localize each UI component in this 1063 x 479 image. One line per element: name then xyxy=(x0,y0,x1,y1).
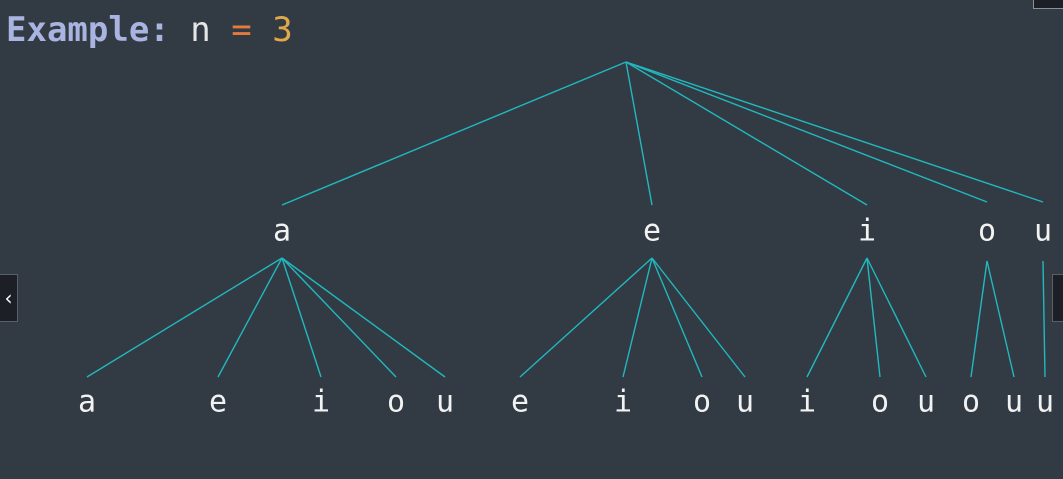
root-edge-i xyxy=(625,61,868,206)
level2-node-o: o xyxy=(871,385,889,420)
level2-node-i: i xyxy=(312,385,330,420)
chevron-left-icon: ‹ xyxy=(4,286,13,310)
level2-node-e: e xyxy=(511,385,529,420)
edge-e-u xyxy=(651,257,746,378)
level1-node-e: e xyxy=(643,214,661,249)
edge-a-e xyxy=(217,257,283,378)
edge-u-u xyxy=(1042,260,1046,378)
variable-n: n xyxy=(190,10,211,50)
edge-i-u xyxy=(866,257,927,378)
root-edge-o xyxy=(625,61,988,203)
level2-node-i: i xyxy=(614,385,632,420)
edge-i-i xyxy=(806,257,868,378)
level1-node-a: a xyxy=(273,214,291,249)
next-slide-button[interactable] xyxy=(1052,274,1063,322)
level1-node-o: o xyxy=(978,214,996,249)
level2-node-u: u xyxy=(736,385,754,420)
level2-node-o: o xyxy=(962,385,980,420)
root-edge-u xyxy=(625,61,1044,203)
edge-o-o xyxy=(970,260,988,378)
level2-node-u: u xyxy=(436,385,454,420)
edge-a-u xyxy=(281,257,446,378)
root-edge-e xyxy=(625,61,653,206)
previous-slide-button[interactable]: ‹ xyxy=(0,274,18,322)
example-heading: Example: n = 3 xyxy=(6,8,293,52)
level1-node-u: u xyxy=(1034,214,1052,249)
edge-o-u xyxy=(986,260,1015,378)
example-keyword: Example: xyxy=(6,10,170,50)
edge-a-a xyxy=(86,257,283,378)
level2-node-o: o xyxy=(387,385,405,420)
edge-e-e xyxy=(519,257,653,378)
edge-e-i xyxy=(622,257,653,378)
equals-operator: = xyxy=(231,10,252,50)
level2-node-u: u xyxy=(1036,385,1054,420)
level2-node-o: o xyxy=(693,385,711,420)
corner-panel xyxy=(1033,0,1063,9)
level2-node-u: u xyxy=(917,385,935,420)
edge-a-o xyxy=(281,257,397,378)
level2-node-i: i xyxy=(798,385,816,420)
level2-node-u: u xyxy=(1005,385,1023,420)
level1-node-i: i xyxy=(858,214,876,249)
root-edge-a xyxy=(281,61,627,206)
value-n: 3 xyxy=(272,10,293,50)
level2-node-e: e xyxy=(209,385,227,420)
level2-node-a: a xyxy=(78,385,96,420)
edge-a-i xyxy=(281,257,322,378)
edge-e-o xyxy=(651,257,703,378)
edge-i-o xyxy=(866,257,881,378)
